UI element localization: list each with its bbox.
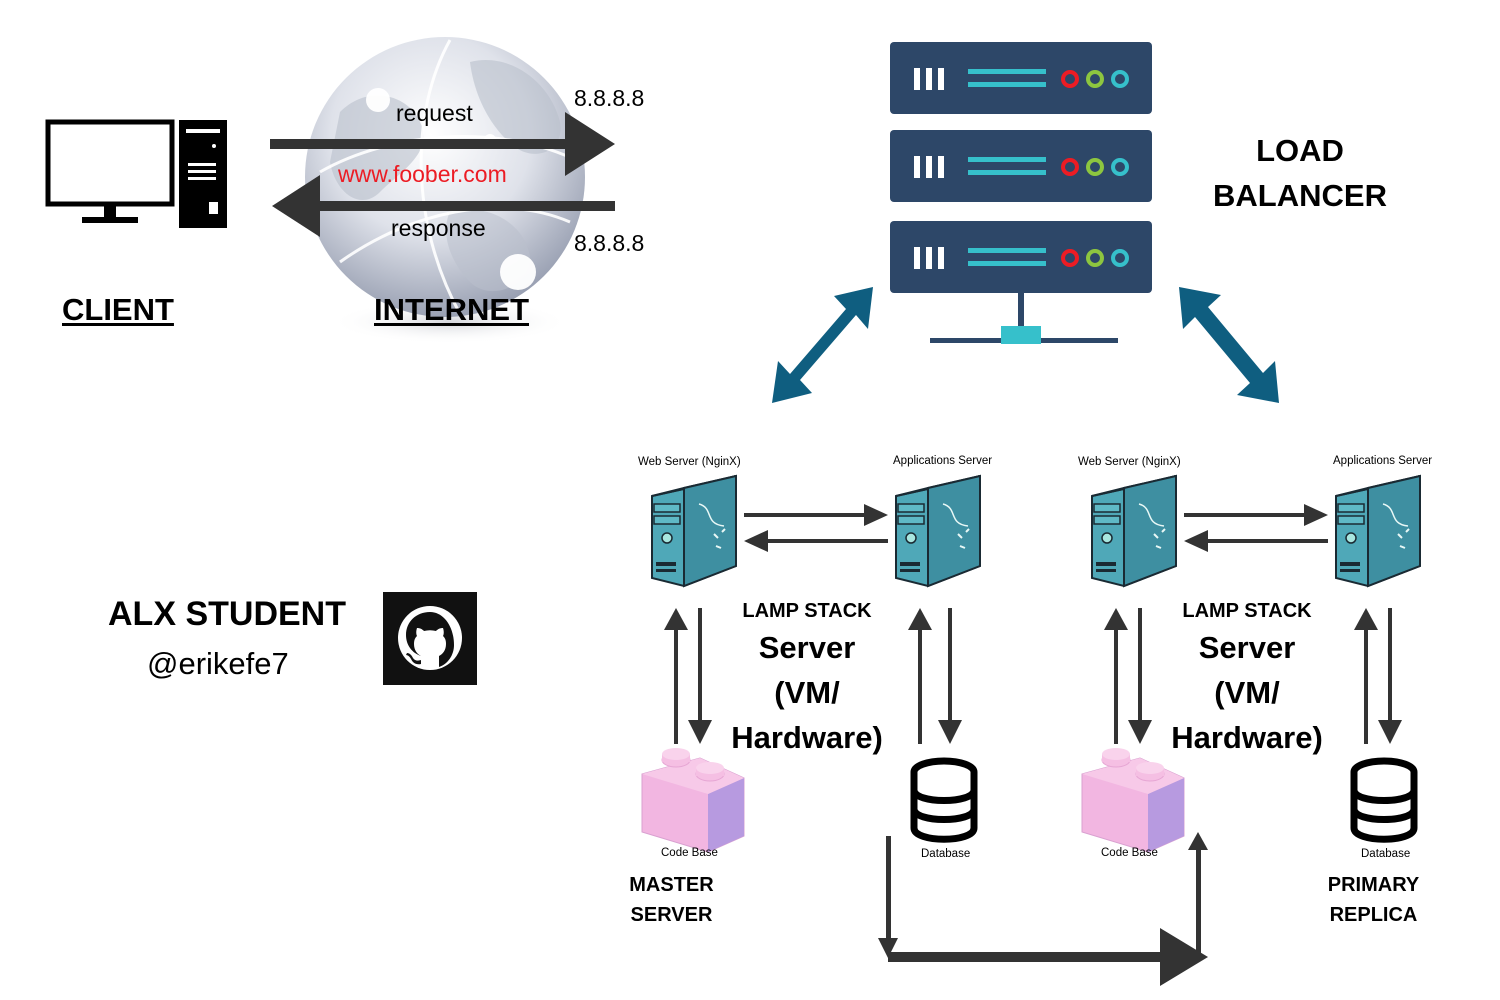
domain-label: www.foober.com — [338, 161, 507, 187]
left-app-server-label: Applications Server — [893, 455, 993, 467]
load-balancer-line2: BALANCER — [1213, 178, 1387, 213]
left-app-server-icon — [895, 475, 981, 587]
left-web-server-icon — [651, 475, 737, 587]
author-title: ALX STUDENT — [108, 595, 346, 633]
request-arrow — [270, 112, 615, 176]
right-web-codebase-arrows — [1104, 608, 1152, 744]
right-app-server-icon — [1335, 475, 1421, 587]
left-lamp-stack: LAMP STACK Server (VM/ Hardware) — [712, 600, 902, 760]
client-computer-icon — [45, 119, 227, 228]
right-database-label: Database — [1361, 848, 1411, 860]
right-web-server-icon — [1091, 475, 1177, 587]
right-role-label: PRIMARY REPLICA — [1316, 870, 1431, 930]
right-stack-label: LAMP STACK — [1182, 600, 1312, 622]
left-code-base-icon — [641, 747, 745, 853]
internet-label: INTERNET — [374, 292, 529, 327]
right-code-base-label: Code Base — [1101, 847, 1158, 859]
right-role-line1: PRIMARY — [1327, 874, 1420, 896]
left-database-label: Database — [921, 848, 971, 860]
left-web-to-app-arrows — [744, 504, 888, 552]
right-lamp-stack: LAMP STACK Server (VM/ Hardware) — [1152, 600, 1342, 760]
left-web-codebase-arrows — [664, 608, 712, 744]
left-web-server-label: Web Server (NginX) — [638, 456, 741, 468]
right-server-line2: (VM/ — [1214, 675, 1280, 710]
left-server-line1: Server — [758, 630, 856, 665]
load-balancer-line1: LOAD — [1256, 133, 1344, 168]
author-handle: @erikefe7 — [147, 646, 289, 681]
left-role-label: MASTER SERVER — [614, 870, 729, 930]
request-label: request — [396, 100, 473, 126]
internet-globe-icon — [305, 37, 585, 344]
right-role-line2: REPLICA — [1329, 904, 1418, 926]
right-server-line1: Server — [1198, 630, 1296, 665]
left-role-line1: MASTER — [629, 874, 714, 896]
response-arrow — [272, 175, 615, 237]
lb-to-master-arrow — [772, 287, 873, 403]
load-balancer-title: LOAD BALANCER — [1200, 128, 1400, 218]
right-web-server-label: Web Server (NginX) — [1078, 456, 1181, 468]
left-role-line2: SERVER — [630, 904, 713, 926]
load-balancer-rack-icon — [890, 42, 1152, 344]
right-web-to-app-arrows — [1184, 504, 1328, 552]
lb-to-replica-arrow — [1179, 287, 1279, 403]
left-app-database-arrows — [908, 608, 962, 744]
client-label: CLIENT — [62, 292, 174, 327]
right-app-database-arrows — [1354, 608, 1402, 744]
ip-bottom-label: 8.8.8.8 — [574, 230, 645, 256]
right-app-server-label: Applications Server — [1333, 455, 1433, 467]
github-icon[interactable] — [383, 592, 477, 685]
replication-arrow — [878, 832, 1208, 986]
right-server-line3: Hardware) — [1171, 720, 1323, 755]
response-label: response — [391, 215, 486, 241]
right-database-icon — [1350, 758, 1420, 848]
left-server-line3: Hardware) — [731, 720, 883, 755]
ip-top-label: 8.8.8.8 — [574, 85, 645, 111]
left-stack-label: LAMP STACK — [742, 600, 872, 622]
left-code-base-label: Code Base — [661, 847, 718, 859]
left-server-line2: (VM/ — [774, 675, 840, 710]
